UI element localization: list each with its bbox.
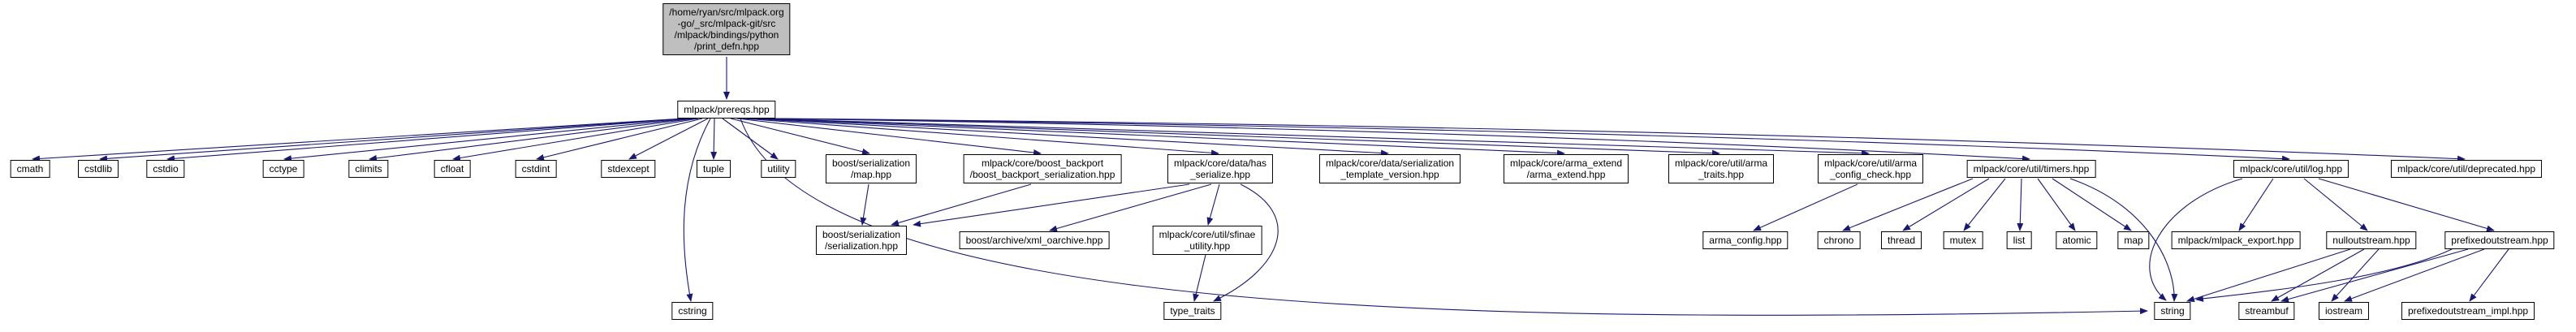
node-cctype: cctype bbox=[262, 160, 304, 178]
node-map: map bbox=[2117, 231, 2150, 249]
node-arma-config: arma_config.hpp bbox=[1702, 231, 1789, 249]
node-mutex: mutex bbox=[1943, 231, 1983, 249]
node-boost-serialization-map: boost/serialization /map.hpp bbox=[825, 154, 917, 183]
node-log[interactable]: mlpack/core/util/log.hpp bbox=[2233, 160, 2349, 178]
node-prefixedoutstream[interactable]: prefixedoutstream.hpp bbox=[2444, 231, 2555, 249]
node-climits: climits bbox=[348, 160, 389, 178]
node-prefixedoutstream-impl[interactable]: prefixedoutstream_impl.hpp bbox=[2401, 302, 2535, 320]
node-type-traits: type_traits bbox=[1163, 302, 1222, 320]
node-cstdio: cstdio bbox=[146, 160, 185, 178]
node-chrono: chrono bbox=[1817, 231, 1861, 249]
node-arma-config-check[interactable]: mlpack/core/util/arma _config_check.hpp bbox=[1817, 154, 1924, 183]
node-arma-extend[interactable]: mlpack/core/arma_extend /arma_extend.hpp bbox=[1503, 154, 1629, 183]
node-sfinae-utility[interactable]: mlpack/core/util/sfinae _utility.hpp bbox=[1152, 226, 1262, 255]
node-cstdint: cstdint bbox=[515, 160, 557, 178]
node-prereqs[interactable]: mlpack/prereqs.hpp bbox=[677, 101, 776, 119]
node-cstring: cstring bbox=[671, 302, 714, 320]
node-streambuf: streambuf bbox=[2238, 302, 2295, 320]
node-atomic: atomic bbox=[2056, 231, 2098, 249]
node-cfloat: cfloat bbox=[434, 160, 471, 178]
node-print-defn: /home/ryan/src/mlpack.org -go/_src/mlpac… bbox=[662, 3, 791, 55]
node-deprecated[interactable]: mlpack/core/util/deprecated.hpp bbox=[2390, 160, 2543, 178]
node-thread: thread bbox=[1880, 231, 1922, 249]
node-has-serialize[interactable]: mlpack/core/data/has _serialize.hpp bbox=[1167, 154, 1274, 183]
node-mlpack-export: mlpack/mlpack_export.hpp bbox=[2171, 231, 2301, 249]
node-list: list bbox=[2006, 231, 2032, 249]
node-tuple: tuple bbox=[696, 160, 731, 178]
node-cmath: cmath bbox=[10, 160, 50, 178]
node-string: string bbox=[2154, 302, 2191, 320]
node-boost-backport-serialization[interactable]: mlpack/core/boost_backport /boost_backpo… bbox=[963, 154, 1122, 183]
node-xml-oarchive: boost/archive/xml_oarchive.hpp bbox=[959, 231, 1110, 249]
node-utility: utility bbox=[761, 160, 796, 178]
node-stdexcept: stdexcept bbox=[601, 160, 656, 178]
node-boost-serialization: boost/serialization /serialization.hpp bbox=[815, 226, 908, 255]
node-iostream: iostream bbox=[2318, 302, 2370, 320]
node-serialization-template-version[interactable]: mlpack/core/data/serialization _template… bbox=[1318, 154, 1461, 183]
node-arma-traits[interactable]: mlpack/core/util/arma _traits.hpp bbox=[1668, 154, 1775, 183]
node-nulloutstream[interactable]: nulloutstream.hpp bbox=[2326, 231, 2417, 249]
node-timers[interactable]: mlpack/core/util/timers.hpp bbox=[1966, 160, 2096, 178]
edge-group bbox=[32, 57, 2509, 316]
node-cstdlib: cstdlib bbox=[77, 160, 119, 178]
